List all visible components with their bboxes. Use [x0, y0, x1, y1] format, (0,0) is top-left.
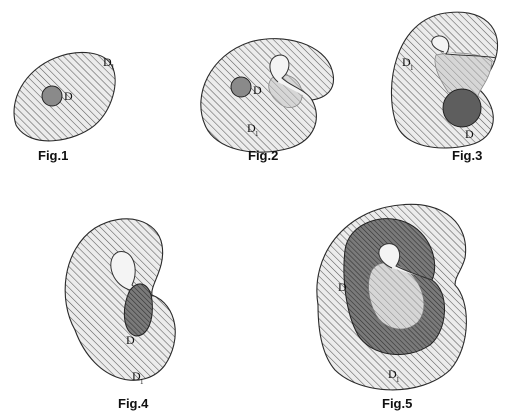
fig2-inner-disc [231, 77, 251, 97]
fig4-caption: Fig.4 [118, 396, 149, 411]
fig3-inner-disc [443, 89, 481, 127]
fig4-outer-region [65, 219, 175, 380]
fig5-outer-subscript: 1 [396, 376, 400, 384]
fig1-caption: Fig.1 [38, 148, 68, 163]
figure-3: D D 1 Fig.3 [391, 12, 497, 163]
figure-1: D D 1 Fig.1 [14, 52, 115, 163]
fig3-outer-subscript: 1 [410, 64, 414, 72]
fig5-inner-label: D [338, 280, 347, 294]
fig2-outer-region [201, 39, 334, 153]
fig1-inner-label: D [64, 89, 73, 103]
fig4-outer-subscript: 1 [140, 378, 144, 386]
fig1-outer-subscript: 1 [111, 63, 115, 71]
fig5-caption: Fig.5 [382, 396, 412, 411]
fig4-inner-label: D [126, 333, 135, 347]
fig2-caption: Fig.2 [248, 148, 278, 163]
fig2-inner-label: D [253, 83, 262, 97]
fig3-caption: Fig.3 [452, 148, 482, 163]
fig1-inner-disc [42, 86, 62, 106]
figure-2: D D 1 Fig.2 [201, 39, 334, 163]
fig3-inner-label: D [465, 127, 474, 141]
figure-4: D D 1 Fig.4 [65, 219, 175, 411]
figure-5: D D 1 Fig.5 [317, 204, 467, 411]
fig2-outer-subscript: 1 [255, 130, 259, 138]
